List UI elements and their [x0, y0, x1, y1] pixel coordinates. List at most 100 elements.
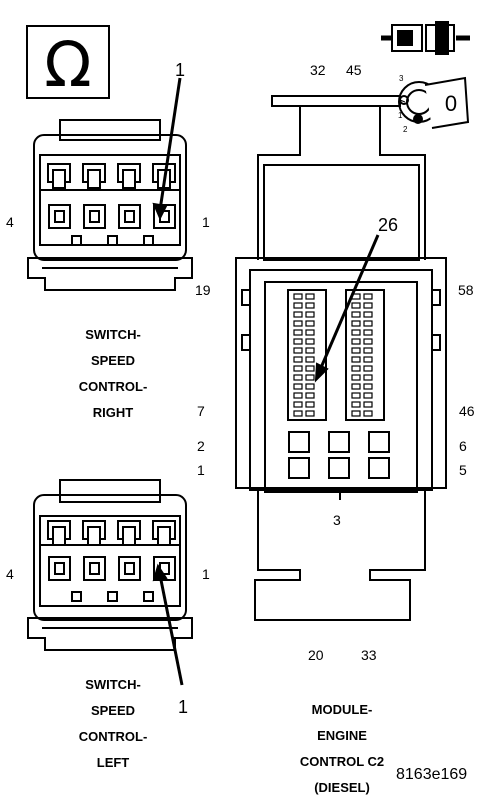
- module-pin-cavity: [351, 338, 361, 345]
- module-pin-cavity: [363, 383, 373, 390]
- left-switch-caption-line: SPEED: [90, 703, 136, 718]
- module-pin-cavity: [293, 374, 303, 381]
- ohm-symbol-icon: Ω: [26, 25, 110, 101]
- module-pin-cavity: [305, 293, 315, 300]
- left-switch-pin-left: 4: [6, 566, 14, 582]
- module-pin-cavity: [293, 320, 303, 327]
- module-pin-cavity: [305, 392, 315, 399]
- module-pin-33: 33: [361, 647, 377, 663]
- module-pin-cavity: [351, 401, 361, 408]
- module-pin-rows: [293, 293, 373, 417]
- module-pin-cavity: [293, 293, 303, 300]
- module-pin-cavity: [363, 302, 373, 309]
- left-switch-caption-line: LEFT: [96, 755, 130, 770]
- module-pin-cavity: [305, 374, 315, 381]
- left-switch-caption-line: CONTROL-: [78, 729, 148, 744]
- left-switch-caption-line: SWITCH-: [85, 677, 141, 692]
- module-pin-cavity: [363, 365, 373, 372]
- module-large-pins: [288, 431, 390, 479]
- module-pin-cavity: [363, 329, 373, 336]
- module-pin-46: 46: [459, 403, 475, 419]
- module-pin-1: 1: [197, 462, 205, 478]
- module-pin-cavity: [351, 311, 361, 318]
- module-pin-58: 58: [458, 282, 474, 298]
- module-pin-cavity: [293, 401, 303, 408]
- ignition-key-icon: 0 3 1 2: [398, 74, 470, 134]
- module-pin-cavity: [363, 392, 373, 399]
- module-pin-cavity: [351, 356, 361, 363]
- module-pin-cavity: [363, 347, 373, 354]
- module-pin-cavity: [351, 383, 361, 390]
- module-pin-cavity: [363, 338, 373, 345]
- module-pin-3: 3: [333, 512, 341, 528]
- right-switch-caption-line: RIGHT: [92, 405, 134, 420]
- right-switch-caption-line: SWITCH-: [85, 327, 141, 342]
- left-switch-callout: 1: [178, 697, 189, 717]
- module-pin-cavity: [293, 329, 303, 336]
- module-pin-cavity: [293, 347, 303, 354]
- module-pin-cavity: [363, 356, 373, 363]
- module-pin-cavity: [293, 302, 303, 309]
- module-pin-cavity: [363, 293, 373, 300]
- module-pin-cavity: [363, 320, 373, 327]
- right-switch-caption-line: SPEED: [90, 353, 136, 368]
- module-pin-cavity: [305, 338, 315, 345]
- right-switch-pin-left: 4: [6, 214, 14, 230]
- module-pin-5: 5: [459, 462, 467, 478]
- module-pin-cavity: [363, 311, 373, 318]
- module-pin-32: 32: [310, 62, 326, 78]
- module-pin-cavity: [351, 320, 361, 327]
- module-caption-line: MODULE-: [311, 702, 373, 717]
- module-callout: 26: [378, 215, 399, 235]
- module-pin-cavity: [293, 410, 303, 417]
- module-pin-cavity: [305, 311, 315, 318]
- module-pin-cavity: [305, 302, 315, 309]
- module-pin-19: 19: [195, 282, 211, 298]
- module-pin-cavity: [351, 329, 361, 336]
- module-pin-45: 45: [346, 62, 362, 78]
- left-switch-pin-right: 1: [202, 566, 210, 582]
- connector-plug-icon: [381, 21, 470, 55]
- module-pin-cavity: [305, 401, 315, 408]
- module-pin-cavity: [351, 392, 361, 399]
- module-pin-2: 2: [197, 438, 205, 454]
- module-caption-line: (DIESEL): [314, 780, 370, 795]
- module-pin-cavity: [305, 410, 315, 417]
- module-pin-cavity: [293, 311, 303, 318]
- switch-connector-left: [27, 479, 193, 686]
- figure-id: 8163e169: [396, 766, 468, 783]
- left-switch-caption: SWITCH- SPEED CONTROL- LEFT: [48, 672, 178, 776]
- module-connector-c2: [235, 95, 447, 621]
- module-pin-cavity: [351, 374, 361, 381]
- right-switch-caption: SWITCH- SPEED CONTROL- RIGHT: [48, 322, 178, 426]
- ohm-glyph: Ω: [44, 28, 91, 101]
- switch-right-terminals: [47, 163, 176, 246]
- module-pin-cavity: [305, 320, 315, 327]
- module-caption-line: ENGINE: [317, 728, 367, 743]
- module-pin-cavity: [351, 302, 361, 309]
- module-pin-cavity: [363, 374, 373, 381]
- key-num-top: 3: [399, 74, 404, 83]
- module-pin-cavity: [363, 410, 373, 417]
- key-num-bot: 2: [403, 125, 408, 134]
- module-pin-cavity: [293, 338, 303, 345]
- module-pin-cavity: [363, 401, 373, 408]
- module-pin-cavity: [305, 383, 315, 390]
- module-pin-7: 7: [197, 403, 205, 419]
- module-caption: MODULE- ENGINE CONTROL C2 (DIESEL): [272, 697, 412, 801]
- module-pin-cavity: [305, 365, 315, 372]
- module-pin-cavity: [293, 356, 303, 363]
- module-pin-cavity: [293, 365, 303, 372]
- right-switch-callout: 1: [175, 60, 186, 80]
- right-switch-caption-line: CONTROL-: [78, 379, 148, 394]
- key-num-mid: 1: [398, 111, 403, 120]
- module-pin-cavity: [351, 410, 361, 417]
- module-pin-columns: [287, 289, 385, 421]
- module-pin-cavity: [351, 365, 361, 372]
- module-caption-line: CONTROL C2: [299, 754, 385, 769]
- module-pin-cavity: [293, 383, 303, 390]
- switch-connector-right: [27, 77, 193, 291]
- module-pin-6: 6: [459, 438, 467, 454]
- module-pin-20: 20: [308, 647, 324, 663]
